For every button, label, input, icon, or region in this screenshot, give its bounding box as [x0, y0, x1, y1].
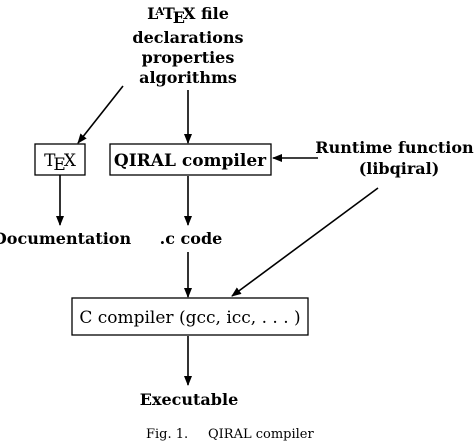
qiral-compiler-node: QIRAL compiler [109, 143, 272, 176]
figure-caption: Fig. 1. QIRAL compiler [146, 427, 314, 442]
runtime-node: Runtime functions (libqiral) [315, 138, 474, 178]
qiral-compiler-label: QIRAL compiler [114, 151, 267, 171]
tex-node: TEX [34, 143, 86, 176]
latex-algorithms: algorithms [139, 68, 237, 87]
c-compiler-node: C compiler (gcc, icc, . . . ) [71, 297, 309, 336]
latex-declarations: declarations [132, 28, 243, 47]
latex-logo: LATEX [147, 4, 196, 27]
latex-file-suffix: file [195, 4, 228, 23]
c-compiler-box [71, 297, 309, 336]
tex-box [34, 143, 86, 176]
latex-properties: properties [142, 48, 235, 67]
edge-latex-to-tex [77, 85, 124, 144]
latex-file-label: LATEX file [147, 4, 229, 27]
runtime-libqiral-label: (libqiral) [359, 159, 440, 178]
caption-fig-number: Fig. 1. [146, 427, 188, 442]
latex-source-node: LATEX file declarations properties algor… [132, 4, 243, 87]
caption-title: QIRAL compiler [208, 427, 314, 442]
runtime-functions-label: Runtime functions [315, 138, 474, 157]
executable-label: Executable [140, 390, 239, 409]
qiral-compiler-box [109, 143, 272, 176]
edges [56, 85, 379, 386]
c-compiler-label: C compiler (gcc, icc, . . . ) [79, 308, 300, 328]
c-code-label: .c code [160, 229, 223, 248]
documentation-label: Documentation [0, 229, 131, 248]
edge-runtime-to-ccompiler [231, 187, 379, 297]
